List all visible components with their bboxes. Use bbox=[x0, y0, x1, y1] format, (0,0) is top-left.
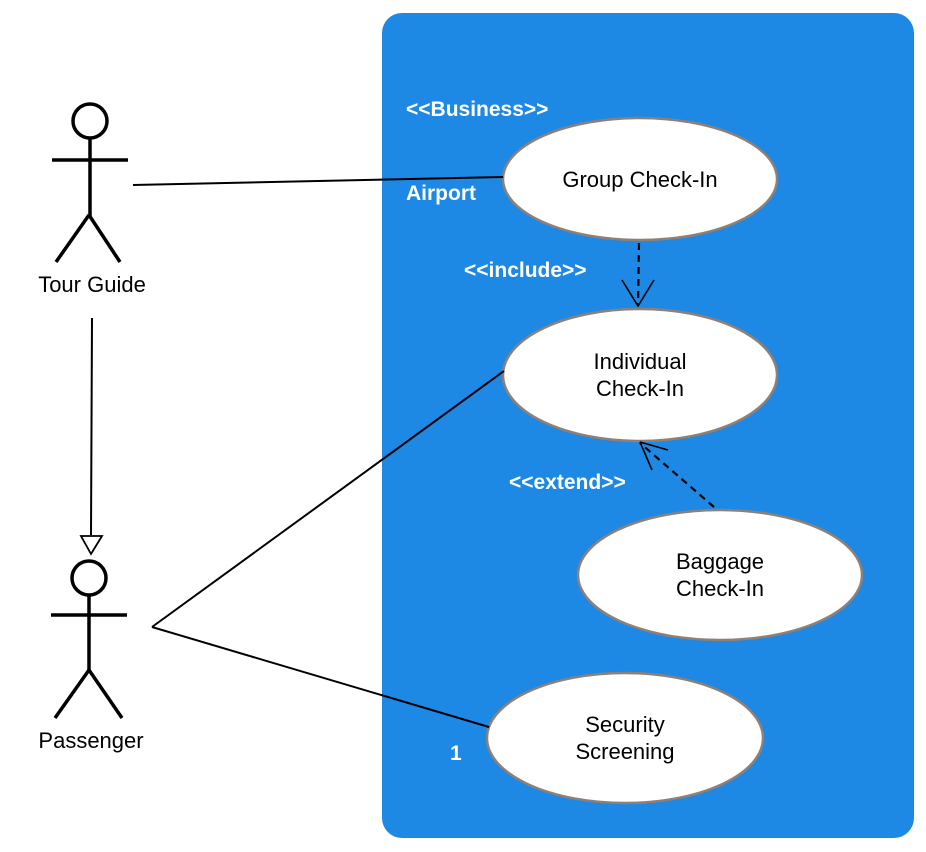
association-passenger-individualcheckin bbox=[151, 370, 505, 628]
generalization-hollow-triangle bbox=[79, 535, 104, 556]
multiplicity-label: 1 bbox=[450, 742, 462, 765]
actor-figure-tour-guide bbox=[52, 102, 128, 264]
extend-arrowhead-barb-upper bbox=[639, 441, 669, 451]
extend-arrowhead-barb-lower bbox=[639, 441, 653, 471]
extend-arrow-baggage-to-individual bbox=[639, 441, 715, 508]
association-passenger-securityscreening bbox=[151, 626, 490, 728]
boundary-name: Airport bbox=[406, 182, 476, 205]
use-case-ellipse-security-screening bbox=[485, 671, 765, 805]
include-arrow-group-to-individual bbox=[621, 242, 655, 308]
association-tourguide-groupcheckin bbox=[132, 176, 504, 186]
passenger-right-leg bbox=[87, 669, 124, 719]
actor-figure-passenger bbox=[51, 559, 127, 720]
use-case-ellipse-baggage-check-in bbox=[576, 508, 864, 642]
tour-guide-head bbox=[71, 102, 109, 140]
tour-guide-right-leg bbox=[87, 214, 122, 263]
use-case-ellipse-individual-check-in bbox=[501, 307, 779, 443]
include-open-arrowhead bbox=[621, 279, 655, 308]
passenger-head bbox=[70, 559, 108, 597]
extend-stereotype-label: <<extend>> bbox=[509, 471, 626, 494]
use-case-ellipse-group-check-in bbox=[501, 116, 779, 242]
include-stereotype-label: <<include>> bbox=[464, 259, 587, 282]
generalization-arrow-tourguide-passenger bbox=[79, 317, 104, 556]
tour-guide-left-leg bbox=[54, 213, 91, 264]
actor-label-passenger: Passenger bbox=[38, 728, 144, 753]
system-boundary-label: <<Business>> Airport bbox=[406, 40, 548, 264]
passenger-left-leg bbox=[53, 668, 91, 720]
actor-label-tour-guide: Tour Guide bbox=[38, 272, 146, 297]
boundary-stereotype: <<Business>> bbox=[406, 98, 549, 121]
